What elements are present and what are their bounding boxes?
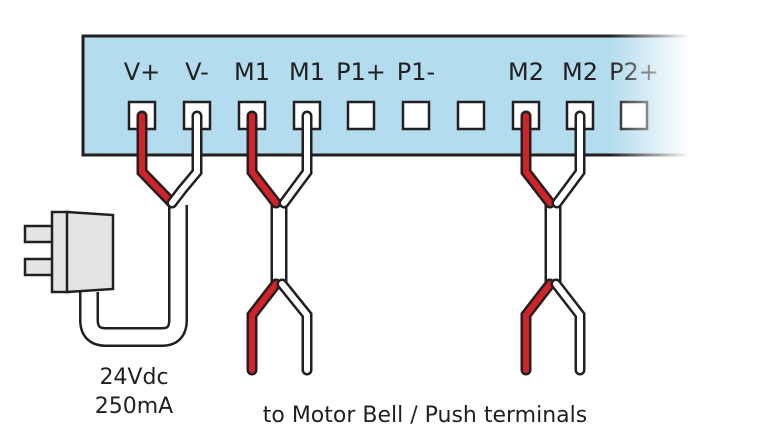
terminal-label: M1	[289, 58, 325, 86]
wire-m1-red-bottom	[246, 278, 282, 376]
terminal-p1-plus	[346, 100, 376, 131]
wire-m1-white-bottom	[276, 278, 313, 376]
terminal-label: P1-	[397, 58, 435, 86]
wire-v-plus	[136, 110, 178, 209]
terminal-label: V-	[185, 58, 209, 86]
terminal-label: M2	[562, 58, 598, 86]
terminal-label: P1+	[336, 58, 386, 86]
wire-m1-white-top	[278, 110, 313, 209]
terminal-label: V+	[124, 58, 161, 86]
wire-m2-white-top	[551, 110, 586, 209]
power-supply-plug-icon	[23, 210, 115, 294]
power-cable	[79, 205, 188, 347]
wire-m2-red-bottom	[520, 278, 556, 376]
terminal-label: M2	[508, 58, 544, 86]
wire-m1-red-top	[246, 110, 282, 209]
terminal-label: M1	[234, 58, 270, 86]
wire-m2-white-bottom	[550, 278, 586, 376]
psu-voltage-label: 24Vdc	[99, 365, 168, 390]
caption: to Motor Bell / Push terminals	[263, 403, 587, 428]
psu-current-label: 250mA	[95, 394, 173, 419]
terminal-blank	[456, 100, 486, 131]
wire-m2-red-top	[520, 110, 556, 209]
wire-v-minus	[166, 110, 203, 209]
board-fade-solid	[690, 20, 768, 170]
board-fade	[610, 20, 690, 170]
terminal-p1-minus	[401, 100, 431, 131]
